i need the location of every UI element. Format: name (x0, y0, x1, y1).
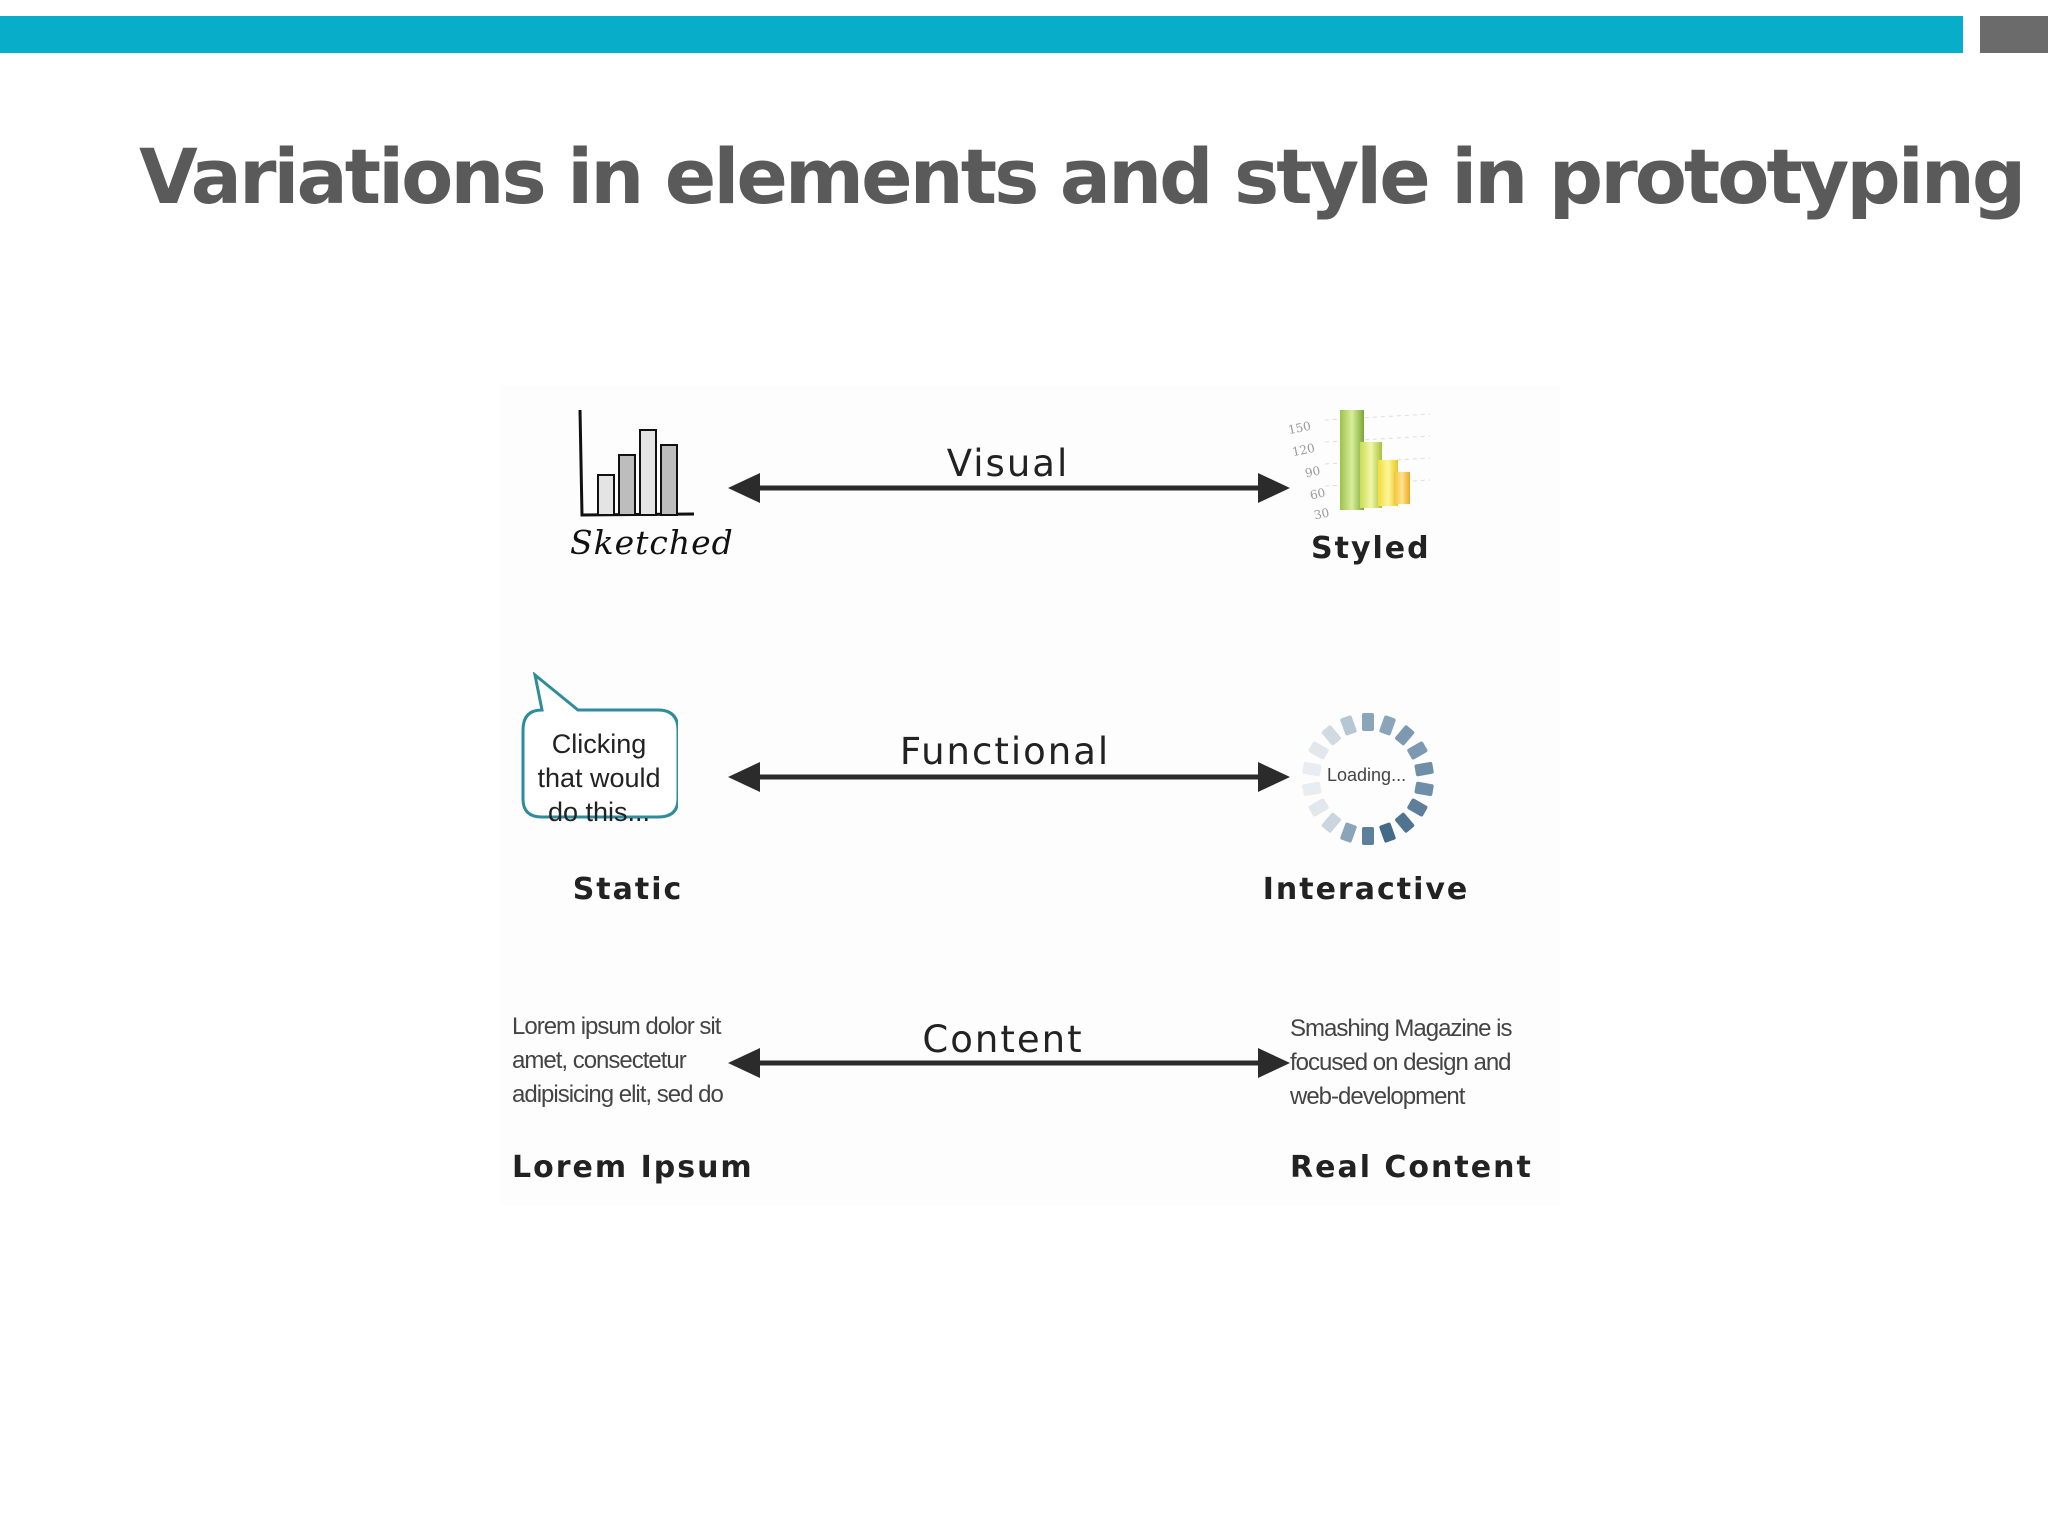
lorem-line: amet, consectetur (512, 1047, 687, 1074)
lorem-line: Lorem ipsum dolor sit (512, 1013, 721, 1040)
prototyping-diagram: Sketched Visual 150 120 (500, 385, 1560, 1205)
slide-title: Variations in elements and style in prot… (139, 132, 2026, 221)
real-content-sample: Smashing Magazine is focused on design a… (1290, 1012, 1512, 1114)
functional-label: Functional (899, 730, 1111, 773)
real-line: focused on design and (1290, 1049, 1512, 1076)
real-line: Smashing Magazine is (1290, 1015, 1512, 1042)
speech-bubble-icon (521, 672, 678, 819)
interactive-label: Interactive (1262, 872, 1470, 907)
real-content-label: Real Content (1290, 1150, 1533, 1185)
visual-label: Visual (946, 442, 1070, 485)
loading-text: Loading... (1327, 765, 1407, 785)
content-double-arrow (728, 1048, 1290, 1078)
lorem-line: adipisicing elit, sed do (512, 1081, 724, 1108)
content-label: Content (922, 1018, 1084, 1061)
visual-double-arrow (728, 473, 1290, 503)
accent-bar-end (1980, 16, 2048, 53)
loading-spinner-icon (1302, 713, 1434, 845)
sketched-chart-icon (578, 409, 695, 517)
bubble-line: that would (537, 763, 661, 793)
styled-label: Styled (1311, 531, 1431, 566)
real-line: web-development (1290, 1083, 1465, 1110)
speech-bubble-text: Clicking that would do this... (520, 727, 678, 829)
bubble-line: do this... (547, 797, 651, 827)
accent-bar (0, 16, 1963, 53)
lorem-ipsum-label: Lorem Ipsum (512, 1150, 754, 1185)
sketched-label: Sketched (570, 523, 734, 562)
functional-double-arrow (728, 762, 1290, 792)
lorem-ipsum-sample: Lorem ipsum dolor sit amet, consectetur … (512, 1010, 724, 1112)
static-label: Static (572, 872, 684, 907)
styled-bar-chart-icon (1324, 410, 1431, 510)
bubble-line: Clicking (551, 729, 647, 759)
